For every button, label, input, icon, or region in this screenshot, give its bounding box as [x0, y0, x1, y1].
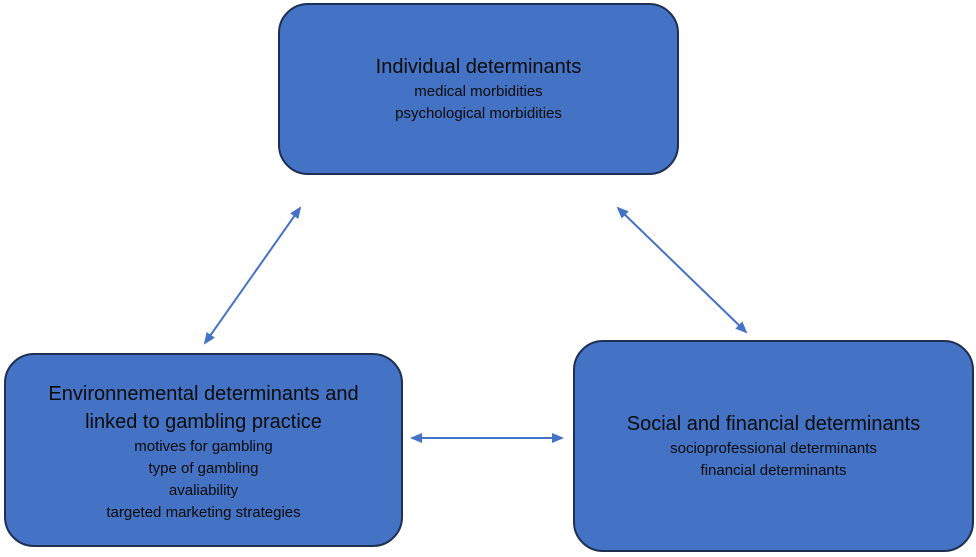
social-item: financial determinants	[700, 462, 847, 479]
environmental-item: avaliability	[168, 482, 239, 499]
environmental-item: targeted marketing strategies	[106, 504, 301, 521]
individual-determinants-box: Individual determinants medical morbidit…	[278, 3, 679, 175]
arrow-individual-environmental	[203, 206, 302, 345]
environmental-item: motives for gambling	[134, 438, 273, 455]
environmental-item: type of gambling	[148, 460, 259, 477]
social-item: socioprofessional determinants	[670, 440, 877, 457]
social-financial-determinants-box: Social and financial determinants sociop…	[573, 340, 974, 552]
individual-item: psychological morbidities	[395, 105, 562, 122]
arrow-individual-social	[616, 206, 748, 334]
individual-title: Individual determinants	[375, 56, 582, 78]
individual-item: medical morbidities	[414, 83, 543, 100]
environmental-title-line2: linked to gambling practice	[85, 411, 322, 433]
environmental-determinants-box: Environnemental determinants and linked …	[4, 353, 403, 547]
environmental-title-line1: Environnemental determinants and	[48, 383, 359, 405]
social-title: Social and financial determinants	[626, 413, 921, 435]
